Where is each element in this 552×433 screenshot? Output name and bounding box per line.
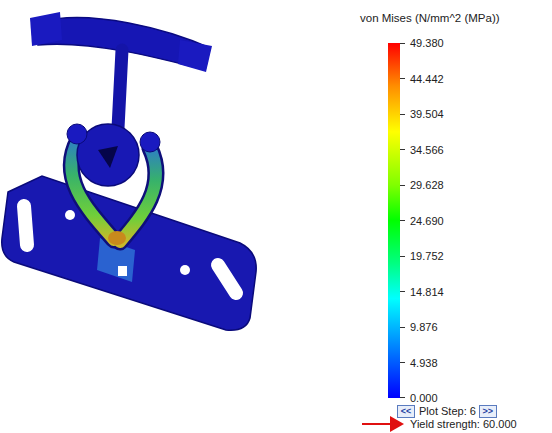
plot-step: Plot Step: 6 <box>419 405 476 418</box>
plot-title: von Mises (N/mm^2 (MPa)) <box>360 12 500 25</box>
scale-value: 29.628 <box>410 179 444 192</box>
tick-marks <box>400 44 405 398</box>
scale-value: 4.938 <box>410 357 438 370</box>
scale-value: 34.566 <box>410 144 444 157</box>
bracket-model <box>2 12 256 330</box>
step-button: << <box>397 405 415 418</box>
scale-value: 19.752 <box>410 250 444 263</box>
scale-value: 24.690 <box>410 215 444 228</box>
scale-value: 49.380 <box>410 37 444 50</box>
scale-value: 44.442 <box>410 73 444 86</box>
button-label: << <box>401 406 412 416</box>
scale-value: 0.000 <box>410 392 438 405</box>
button-label: >> <box>483 406 494 416</box>
scale-value: 9.876 <box>410 321 438 334</box>
yield-strength: Yield strength: 60.000 <box>410 418 517 431</box>
scale-value: 14.814 <box>410 286 444 299</box>
step-button: >> <box>479 405 497 418</box>
yield-arrow <box>362 423 402 425</box>
scale-value: 39.504 <box>410 108 444 121</box>
color-bar <box>388 43 400 398</box>
